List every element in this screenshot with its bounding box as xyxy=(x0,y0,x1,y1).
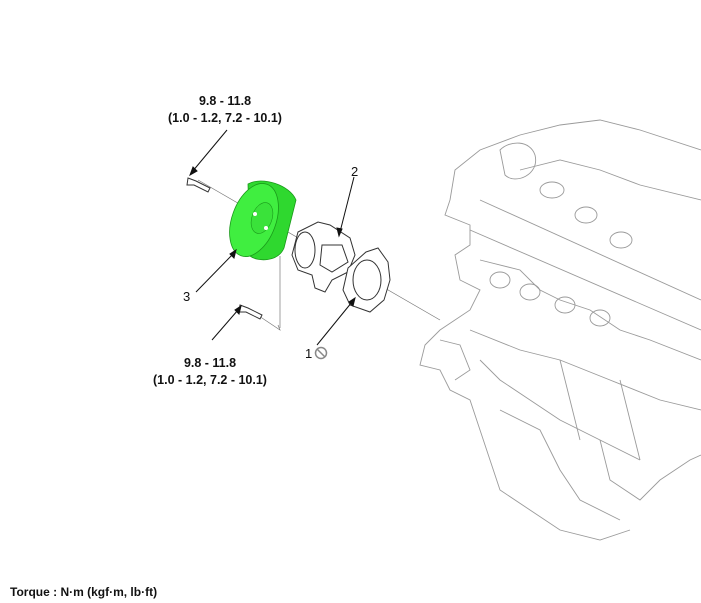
bolt-top xyxy=(186,177,211,193)
torque-bottom-conversion: (1.0 - 1.2, 7.2 - 10.1) xyxy=(153,373,267,387)
gasket xyxy=(342,247,391,313)
torque-top-conversion: (1.0 - 1.2, 7.2 - 10.1) xyxy=(168,111,282,125)
callout-1: 1 xyxy=(305,346,312,361)
leader-lines xyxy=(189,129,356,346)
water-pump xyxy=(291,221,356,293)
callout-3: 3 xyxy=(183,289,190,304)
torque-top-value: 9.8 - 11.8 xyxy=(199,94,251,108)
torque-bottom-value: 9.8 - 11.8 xyxy=(184,356,236,370)
pulley xyxy=(229,180,297,261)
callout-2: 2 xyxy=(351,164,358,179)
torque-units-note: Torque : N·m (kgf·m, lb·ft) xyxy=(10,585,157,599)
bolt-bottom xyxy=(238,304,263,320)
no-reuse-icon xyxy=(314,346,328,360)
engine-block xyxy=(419,119,701,541)
